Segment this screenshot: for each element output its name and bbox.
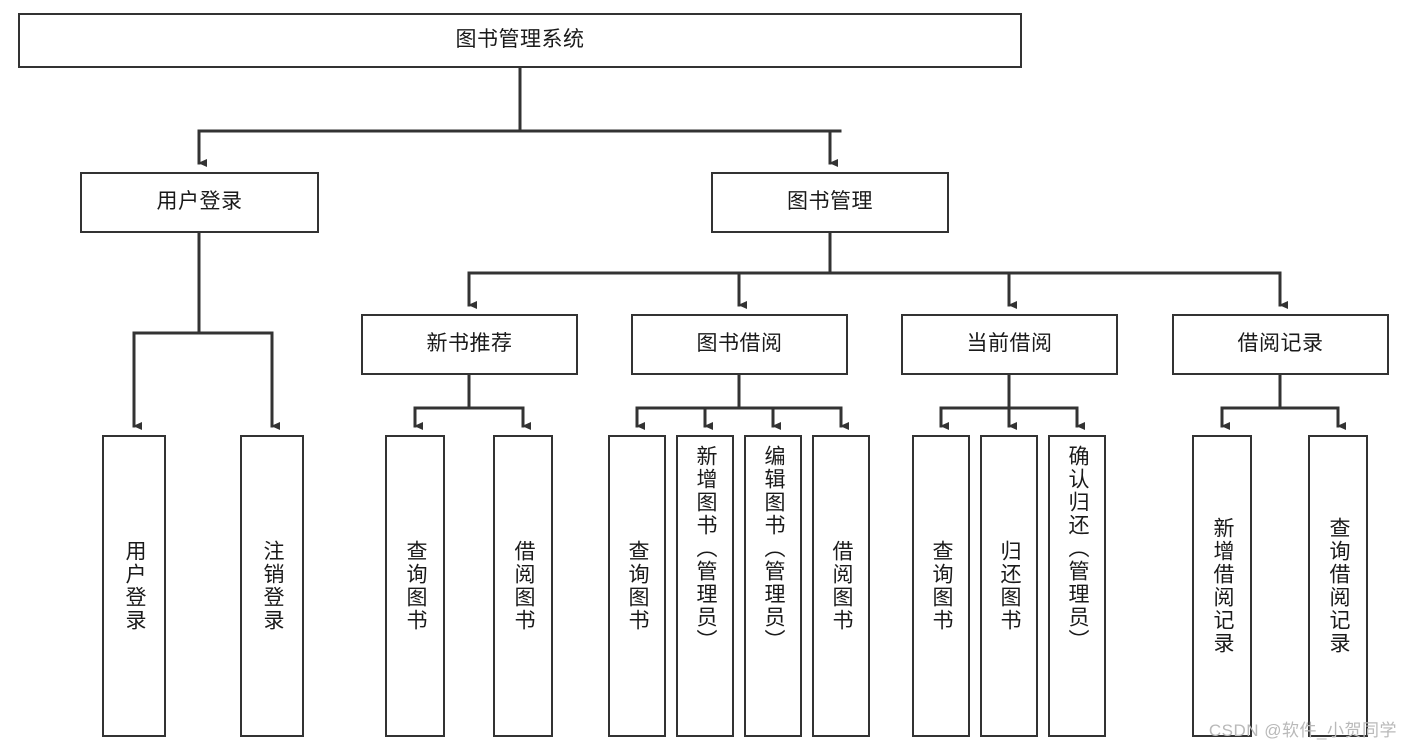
node-book-borrow[interactable]: 图书借阅: [631, 314, 848, 375]
node-leaf-edit-book[interactable]: 编辑图书（管理员）: [744, 435, 802, 737]
node-root-label: 图书管理系统: [455, 28, 585, 52]
node-leaf-borrow-book-2-label: 借阅图书: [830, 540, 854, 632]
node-book-manage[interactable]: 图书管理: [711, 172, 949, 233]
node-book-manage-label: 图书管理: [787, 190, 873, 214]
node-leaf-borrow-book-2[interactable]: 借阅图书: [812, 435, 870, 737]
node-root[interactable]: 图书管理系统: [18, 13, 1022, 68]
node-leaf-query-book-2-label: 查询图书: [626, 540, 650, 632]
csdn-watermark: CSDN @软件_小贺同学: [1208, 721, 1397, 740]
node-leaf-return-book-label: 归还图书: [998, 540, 1022, 632]
node-leaf-confirm-return-label: 确认归还（管理员）: [1066, 445, 1090, 652]
node-leaf-add-record-label: 新增借阅记录: [1211, 517, 1235, 655]
node-leaf-query-book-3[interactable]: 查询图书: [912, 435, 970, 737]
node-current-borrow[interactable]: 当前借阅: [901, 314, 1118, 375]
node-leaf-query-record-label: 查询借阅记录: [1327, 517, 1351, 655]
node-leaf-query-record[interactable]: 查询借阅记录: [1308, 435, 1368, 737]
node-leaf-add-book-label: 新增图书（管理员）: [694, 445, 718, 652]
node-leaf-borrow-book-1[interactable]: 借阅图书: [493, 435, 553, 737]
node-leaf-user-logout[interactable]: 注销登录: [240, 435, 304, 737]
node-user-login-label: 用户登录: [156, 190, 243, 214]
node-leaf-query-book-3-label: 查询图书: [930, 540, 954, 632]
node-borrow-record-label: 借阅记录: [1237, 332, 1324, 356]
node-leaf-add-book[interactable]: 新增图书（管理员）: [676, 435, 734, 737]
node-leaf-user-login-label: 用户登录: [123, 540, 147, 632]
node-new-book-recommend-label: 新书推荐: [426, 332, 513, 356]
node-leaf-user-logout-label: 注销登录: [261, 540, 285, 632]
node-leaf-add-record[interactable]: 新增借阅记录: [1192, 435, 1252, 737]
node-leaf-query-book-1-label: 查询图书: [404, 540, 428, 632]
node-leaf-user-login[interactable]: 用户登录: [102, 435, 166, 737]
node-leaf-edit-book-label: 编辑图书（管理员）: [762, 445, 786, 652]
node-leaf-query-book-1[interactable]: 查询图书: [385, 435, 445, 737]
node-leaf-confirm-return[interactable]: 确认归还（管理员）: [1048, 435, 1106, 737]
node-leaf-borrow-book-1-label: 借阅图书: [512, 540, 536, 632]
node-current-borrow-label: 当前借阅: [966, 332, 1053, 356]
node-leaf-query-book-2[interactable]: 查询图书: [608, 435, 666, 737]
node-leaf-return-book[interactable]: 归还图书: [980, 435, 1038, 737]
node-book-borrow-label: 图书借阅: [696, 332, 783, 356]
node-new-book-recommend[interactable]: 新书推荐: [361, 314, 578, 375]
node-user-login[interactable]: 用户登录: [80, 172, 319, 233]
node-borrow-record[interactable]: 借阅记录: [1172, 314, 1389, 375]
